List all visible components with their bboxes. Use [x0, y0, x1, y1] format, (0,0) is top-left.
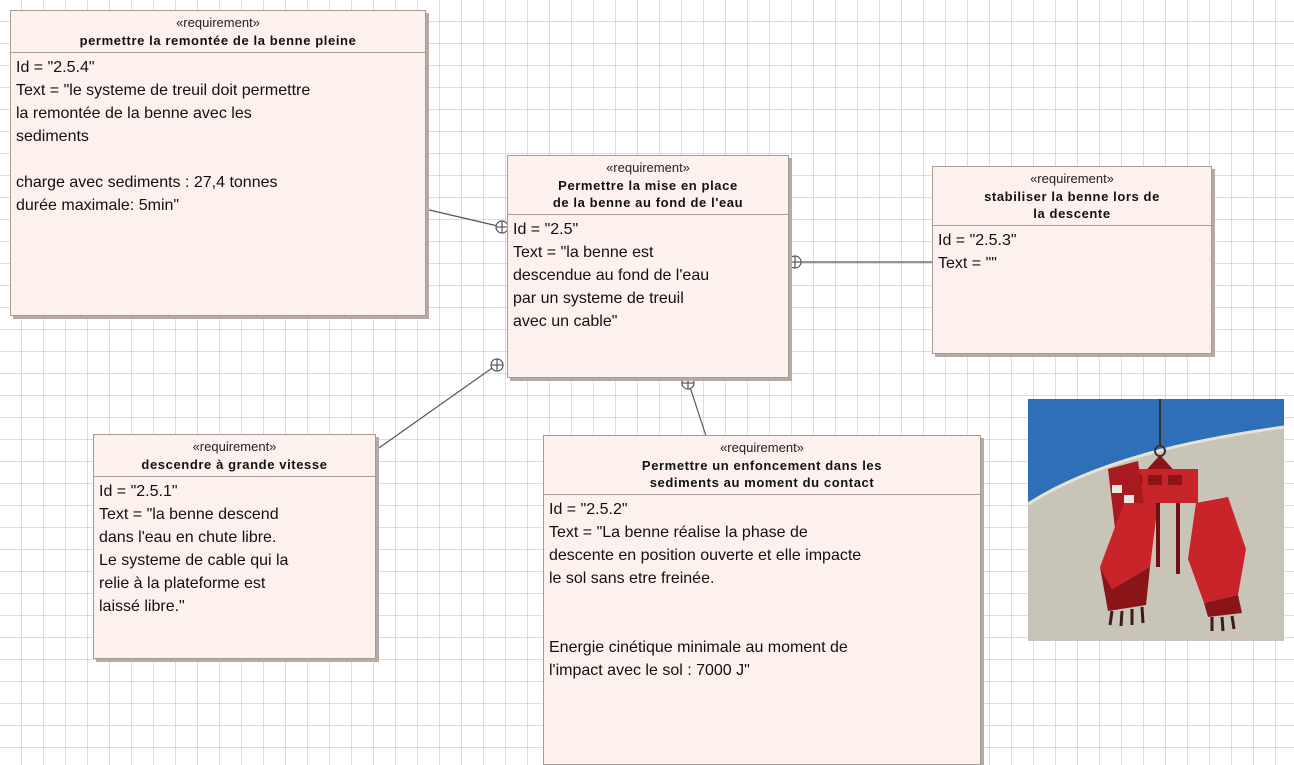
requirement-header: «requirement» permettre la remontée de l…: [11, 11, 425, 53]
requirement-name: permettre la remontée de la benne pleine: [79, 33, 357, 48]
requirement-2-5-3[interactable]: «requirement» stabiliser la benne lors d…: [932, 166, 1212, 354]
containment-icon: [490, 358, 504, 372]
requirement-body: Id = "2.5.4" Text = "le systeme de treui…: [11, 53, 425, 220]
stereotype-label: «requirement»: [176, 15, 260, 30]
requirement-body: Id = "2.5.1" Text = "la benne descend da…: [94, 477, 375, 621]
requirement-header: «requirement» stabiliser la benne lors d…: [933, 167, 1211, 226]
requirement-text-line: Text = "le systeme de treuil doit permet…: [16, 82, 311, 99]
requirement-id: Id = "2.5.4": [16, 59, 95, 76]
requirement-text-line: l'impact avec le sol : 7000 J": [549, 662, 750, 679]
requirement-text-line: Le systeme de cable qui la: [99, 552, 289, 569]
requirement-2-5-2[interactable]: «requirement» Permettre un enfoncement d…: [543, 435, 981, 765]
requirement-body: Id = "2.5.3" Text = "": [933, 226, 1211, 278]
requirement-text-line: le sol sans etre freinée.: [549, 570, 715, 587]
requirement-text-line: Text = "": [938, 255, 997, 272]
requirement-text-line: la remontée de la benne avec les: [16, 105, 252, 122]
requirement-2-5[interactable]: «requirement» Permettre la mise en place…: [507, 155, 789, 378]
requirement-2-5-1[interactable]: «requirement» descendre à grande vitesse…: [93, 434, 376, 659]
requirement-name: de la benne au fond de l'eau: [552, 195, 744, 210]
requirement-text-line: descente en position ouverte et elle imp…: [549, 547, 862, 564]
requirement-name: la descente: [1033, 206, 1111, 221]
stereotype-label: «requirement»: [1030, 171, 1114, 186]
requirement-text-line: avec un cable": [513, 313, 618, 330]
requirement-text-line: relie à la plateforme est: [99, 575, 266, 592]
requirement-text-line: durée maximale: 5min": [16, 197, 180, 214]
requirement-text-line: [16, 148, 420, 171]
containment-icon: [788, 255, 802, 269]
clamshell-grab-bucket-icon: [1028, 399, 1284, 641]
requirement-header: «requirement» descendre à grande vitesse: [94, 435, 375, 477]
requirement-text-line: Energie cinétique minimale au moment de: [549, 639, 848, 656]
requirement-id: Id = "2.5": [513, 221, 579, 238]
requirement-body: Id = "2.5" Text = "la benne est descendu…: [508, 215, 788, 336]
connector-254: [424, 208, 503, 228]
requirement-body: Id = "2.5.2" Text = "La benne réalise la…: [544, 495, 980, 685]
grab-bucket-photo: [1028, 399, 1284, 641]
requirement-text-line: charge avec sediments : 27,4 tonnes: [16, 174, 278, 191]
requirement-2-5-4[interactable]: «requirement» permettre la remontée de l…: [10, 10, 426, 316]
requirement-header: «requirement» Permettre un enfoncement d…: [544, 436, 980, 495]
requirement-text-line: laissé libre.": [99, 598, 185, 615]
requirement-text-line: [549, 613, 975, 636]
requirement-text-line: dans l'eau en chute libre.: [99, 529, 277, 546]
stereotype-label: «requirement»: [720, 440, 804, 455]
requirement-name: sediments au moment du contact: [649, 475, 875, 490]
requirement-header: «requirement» Permettre la mise en place…: [508, 156, 788, 215]
requirement-text-line: descendue au fond de l'eau: [513, 267, 710, 284]
requirement-name: Permettre un enfoncement dans les: [641, 458, 883, 473]
requirement-text-line: Text = "la benne est: [513, 244, 654, 261]
requirement-id: Id = "2.5.1": [99, 483, 178, 500]
containment-icon: [681, 376, 695, 390]
connector-252: [688, 383, 707, 437]
requirement-text-line: Text = "la benne descend: [99, 506, 279, 523]
stereotype-label: «requirement»: [606, 160, 690, 175]
requirement-id: Id = "2.5.2": [549, 501, 628, 518]
requirement-text-line: [549, 590, 975, 613]
requirement-name: stabiliser la benne lors de: [984, 189, 1160, 204]
requirement-text-line: par un systeme de treuil: [513, 290, 684, 307]
connector-251: [375, 365, 496, 451]
stereotype-label: «requirement»: [192, 439, 277, 454]
requirement-text-line: sediments: [16, 128, 89, 145]
requirement-id: Id = "2.5.3": [938, 232, 1017, 249]
requirement-name: Permettre la mise en place: [558, 178, 738, 193]
requirement-name: descendre à grande vitesse: [141, 457, 328, 472]
requirement-text-line: Text = "La benne réalise la phase de: [549, 524, 808, 541]
